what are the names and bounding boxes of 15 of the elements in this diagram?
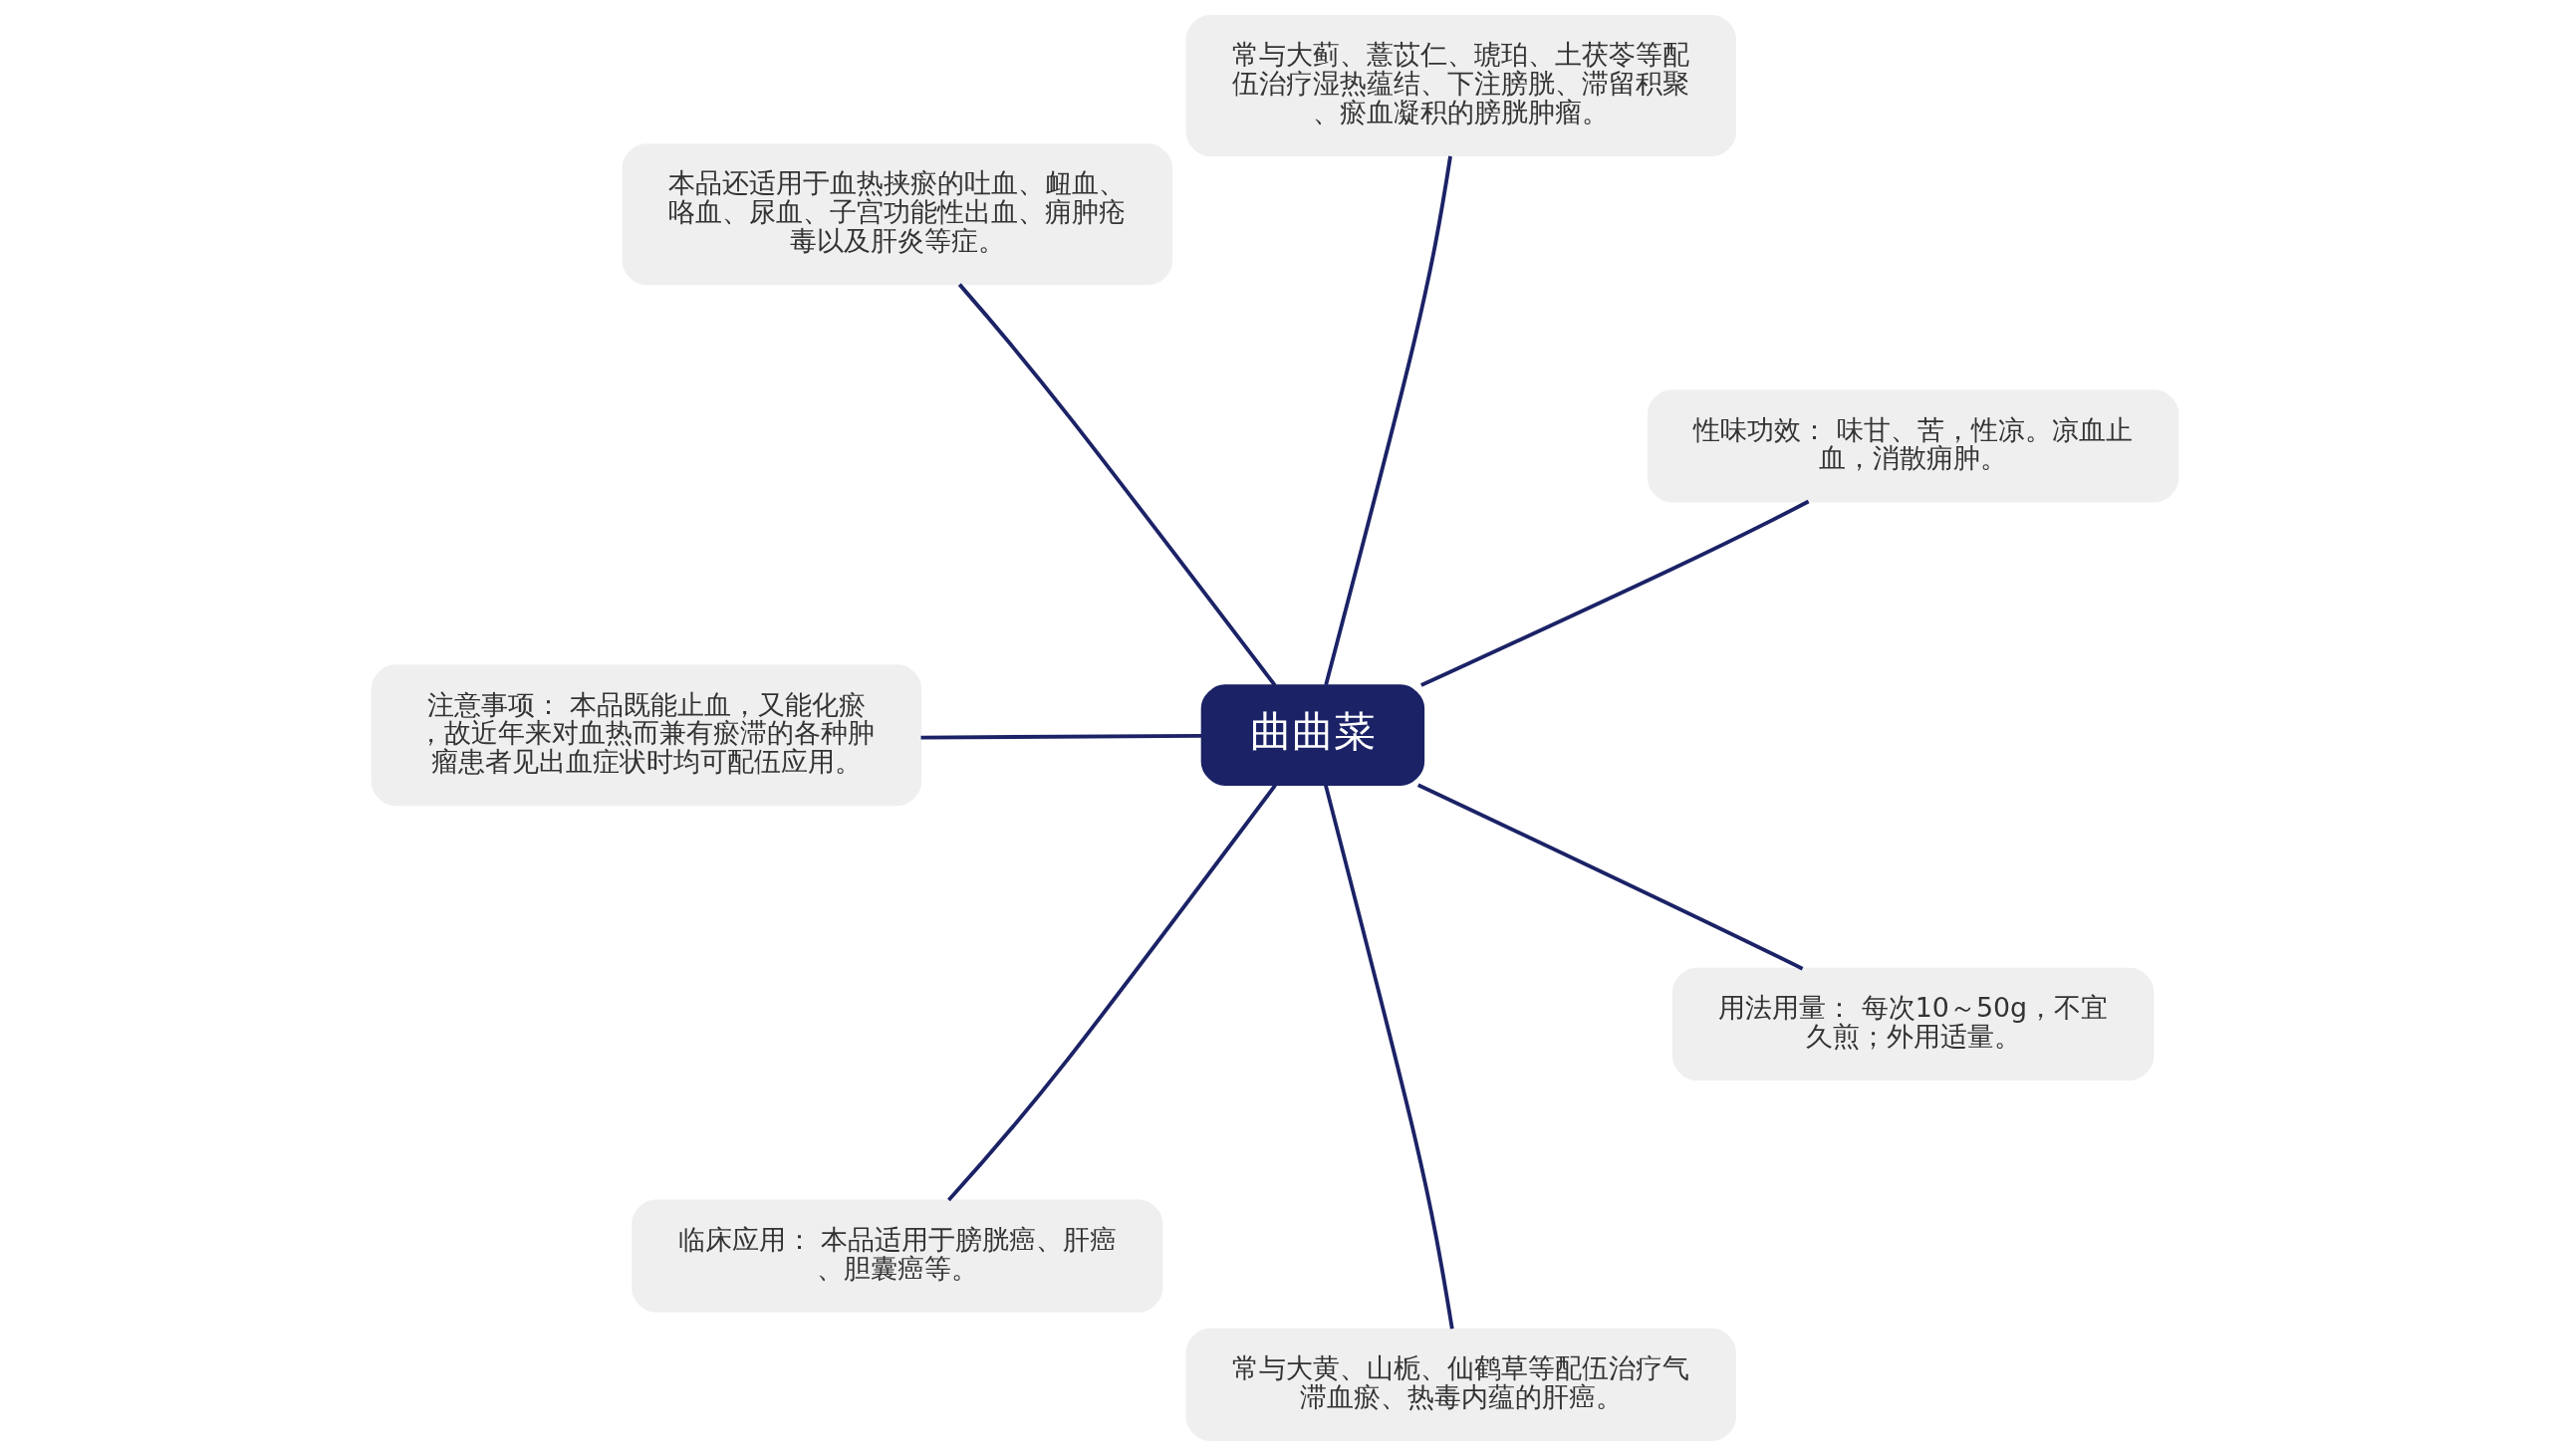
node-box: 性味功效： 味甘、苦，性凉。凉血止血，消散痈肿。 [1648, 389, 2179, 503]
node-box: 注意事项： 本品既能止血，又能化瘀，故近年来对血热而兼有瘀滞的各种肿瘤患者见出血症状时均可配伍应用。 [371, 664, 922, 807]
node-box: 曲曲菜 [1200, 684, 1425, 786]
connector [920, 734, 1202, 740]
connector [947, 784, 1277, 1202]
node-box: 常与大蓟、薏苡仁、琥珀、土茯苓等配伍治疗湿热蕴结、下注膀胱、滞留积聚、瘀血凝积的膀胱肿瘤。 [1185, 15, 1736, 156]
connector [957, 283, 1277, 687]
node-box: 本品还适用于血热挟瘀的吐血、衄血、咯血、尿血、子宫功能性出血、痈肿疮毒以及肝炎等症。 [622, 143, 1173, 286]
node-box: 常与大黄、山栀、仙鹤草等配伍治疗气滞血瘀、热毒内蕴的肝癌。 [1185, 1328, 1736, 1441]
connector [1324, 155, 1452, 686]
node-box: 用法用量： 每次10～50g，不宜久煎；外用适量。 [1671, 967, 2155, 1082]
connector [1416, 783, 1804, 971]
connector [1324, 785, 1454, 1330]
connector [1420, 499, 1810, 687]
node-box: 临床应用： 本品适用于膀胱癌、肝癌、胆囊癌等。 [632, 1199, 1163, 1313]
